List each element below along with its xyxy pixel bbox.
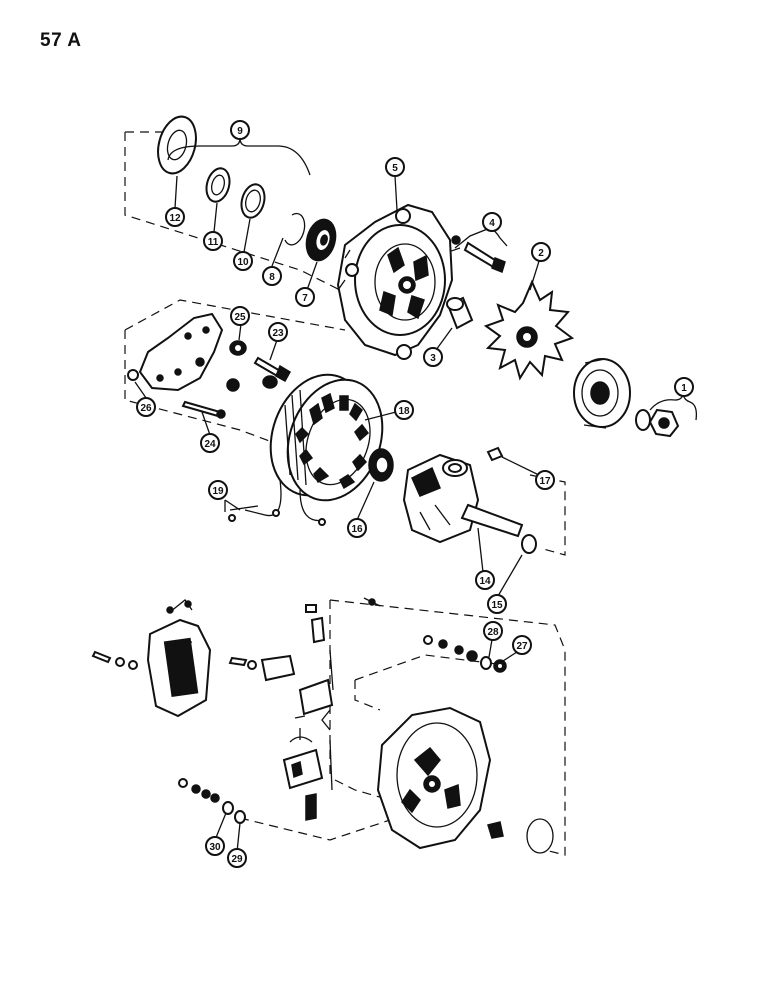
part-10-retainer xyxy=(240,183,266,219)
svg-text:30: 30 xyxy=(209,842,221,853)
part-8-snap-ring xyxy=(284,212,306,246)
part-15-ring xyxy=(521,534,537,554)
pulley xyxy=(573,358,631,429)
brush-holder-assembly xyxy=(228,597,381,821)
plug-and-o-ring xyxy=(487,818,554,854)
svg-text:19: 19 xyxy=(212,486,224,497)
part-5-drive-end-frame xyxy=(336,203,454,360)
svg-text:16: 16 xyxy=(351,524,363,535)
part-14-rotor xyxy=(402,453,524,544)
svg-text:8: 8 xyxy=(269,272,275,283)
callouts: 1 2 3 4 5 7 8 xyxy=(136,120,694,868)
part-24-screw xyxy=(181,400,226,419)
svg-text:14: 14 xyxy=(479,576,491,587)
callout-23: 23 xyxy=(268,322,288,342)
svg-text:11: 11 xyxy=(208,237,219,248)
part-23-screw xyxy=(253,356,292,383)
callout-3: 3 xyxy=(423,347,443,367)
svg-text:3: 3 xyxy=(430,353,436,364)
callout-27: 27 xyxy=(512,635,532,655)
svg-text:29: 29 xyxy=(231,854,243,865)
svg-text:25: 25 xyxy=(234,312,246,323)
callout-2: 2 xyxy=(531,242,551,262)
svg-text:1: 1 xyxy=(681,383,687,394)
callout-11: 11 xyxy=(203,231,223,251)
part-4-bolt-and-nut xyxy=(451,235,506,274)
svg-text:24: 24 xyxy=(204,439,216,450)
part-7-bearing xyxy=(305,218,337,262)
svg-text:10: 10 xyxy=(237,257,249,268)
part-19-leads xyxy=(228,505,326,526)
svg-text:28: 28 xyxy=(487,627,499,638)
part-25-insulator xyxy=(226,340,278,392)
svg-text:23: 23 xyxy=(272,328,284,339)
callout-26: 26 xyxy=(136,397,156,417)
callout-5: 5 xyxy=(385,157,405,177)
callout-14: 14 xyxy=(475,570,495,590)
callout-8: 8 xyxy=(262,266,282,286)
callout-17: 17 xyxy=(535,470,555,490)
callout-16: 16 xyxy=(347,518,367,538)
callout-9: 9 xyxy=(230,120,250,140)
callout-7: 7 xyxy=(295,287,315,307)
callout-18: 18 xyxy=(394,400,414,420)
callout-4-bracket xyxy=(454,227,508,249)
svg-text:18: 18 xyxy=(398,406,410,417)
callout-15: 15 xyxy=(487,594,507,614)
callout-29: 29 xyxy=(227,848,247,868)
svg-text:9: 9 xyxy=(237,126,243,137)
part-17-key xyxy=(486,446,504,462)
part-26-bracket xyxy=(127,312,224,392)
part-16-bearing xyxy=(368,448,394,482)
regulator xyxy=(91,599,212,718)
parts-29-30-washers-nuts xyxy=(178,778,246,824)
callout-25: 25 xyxy=(230,306,250,326)
part-18-stator xyxy=(244,373,384,522)
svg-text:27: 27 xyxy=(516,641,528,652)
svg-text:7: 7 xyxy=(302,293,308,304)
svg-text:4: 4 xyxy=(489,218,495,229)
callout-12: 12 xyxy=(165,207,185,227)
svg-text:17: 17 xyxy=(539,476,551,487)
svg-text:15: 15 xyxy=(491,600,503,611)
svg-text:2: 2 xyxy=(538,248,544,259)
callout-19: 19 xyxy=(208,480,228,500)
callout-19-bracket xyxy=(224,499,241,512)
part-1-nut-and-washer xyxy=(635,408,680,438)
svg-text:5: 5 xyxy=(392,163,398,174)
callout-24: 24 xyxy=(200,433,220,453)
callout-1: 1 xyxy=(674,377,694,397)
slip-ring-end-frame xyxy=(376,706,492,850)
svg-text:12: 12 xyxy=(169,213,181,224)
parts-27-28-washers-nuts xyxy=(423,635,507,673)
callout-28: 28 xyxy=(483,621,503,641)
part-12-seal xyxy=(157,115,197,175)
callout-30: 30 xyxy=(205,836,225,856)
part-2-fan xyxy=(483,279,575,381)
svg-text:26: 26 xyxy=(140,403,152,414)
part-11-washer xyxy=(205,167,231,203)
part-3-spacer xyxy=(446,296,474,330)
page-number: 57 A xyxy=(40,30,82,51)
callout-4: 4 xyxy=(482,212,502,232)
callout-10: 10 xyxy=(233,251,253,271)
